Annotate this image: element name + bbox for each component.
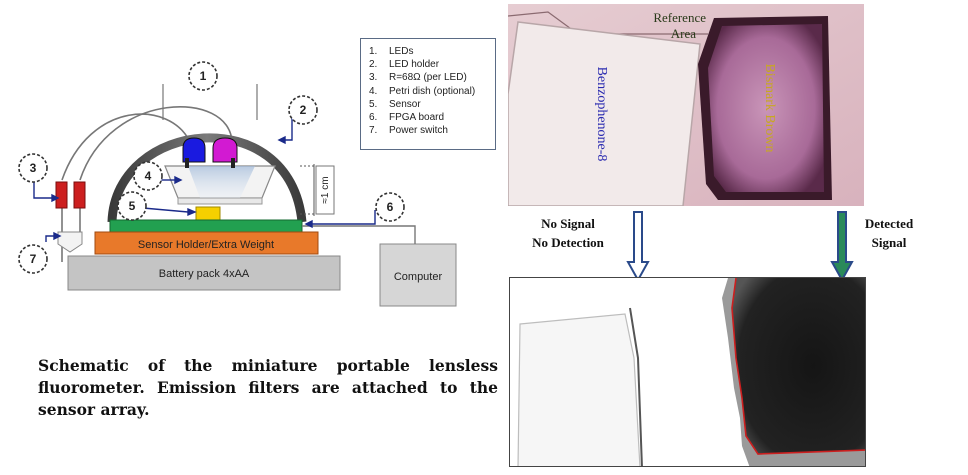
svg-text:5: 5 xyxy=(129,199,136,213)
svg-text:3: 3 xyxy=(30,161,37,175)
battery-pack-label: Battery pack 4xAA xyxy=(159,268,250,280)
callout-3: 3 xyxy=(18,153,48,183)
svg-text:6: 6 xyxy=(387,200,394,214)
led-holder-dome xyxy=(107,133,307,223)
component-legend: 1.LEDs 2.LED holder 3.R=68Ω (per LED) 4.… xyxy=(360,38,496,150)
callout-arrows xyxy=(33,112,376,242)
distance-box xyxy=(315,165,335,215)
svg-text:4: 4 xyxy=(145,169,152,183)
led-blue-icon xyxy=(182,137,206,168)
no-signal-pad-outline xyxy=(517,313,641,466)
signal-region xyxy=(732,278,865,454)
battery-pack xyxy=(67,255,341,291)
callout-7: 7 xyxy=(18,244,48,274)
legend-item: 7.Power switch xyxy=(369,125,448,137)
callout-5: 5 xyxy=(117,191,147,221)
callout-2: 2 xyxy=(288,95,318,125)
sensor-chip xyxy=(195,206,221,221)
led-wire-right xyxy=(79,106,233,181)
callout-1-bracket xyxy=(162,84,258,120)
resistor-left xyxy=(55,181,68,209)
sensor-holder xyxy=(94,231,319,255)
computer-box xyxy=(379,243,457,307)
svg-text:1: 1 xyxy=(200,69,207,83)
figure-caption: Schematic of the miniature portable lens… xyxy=(38,356,498,419)
legend-item: 2.LED holder xyxy=(369,59,440,71)
legend-item: 5.Sensor xyxy=(369,98,421,110)
legend-item: 4.Petri dish (optional) xyxy=(369,85,476,97)
svg-text:7: 7 xyxy=(30,252,37,266)
computer-label: Computer xyxy=(394,271,443,283)
detection-result-image xyxy=(509,277,866,467)
callout-4: 4 xyxy=(133,161,163,191)
led-magenta-icon xyxy=(212,137,238,168)
callout-1: 1 xyxy=(188,61,218,91)
resistor-right xyxy=(73,181,86,209)
legend-item: 6.FPGA board xyxy=(369,112,445,124)
benzophenone-pad xyxy=(508,21,701,206)
svg-text:2: 2 xyxy=(300,103,307,117)
light-beam xyxy=(188,166,255,198)
bismark-pad xyxy=(708,24,824,192)
fpga-computer-cable xyxy=(302,225,416,244)
callout-6: 6 xyxy=(375,192,405,222)
power-switch xyxy=(57,231,83,253)
led-wire-left xyxy=(61,113,191,181)
bismark-brown-label: Bismark Brown xyxy=(762,63,777,152)
legend-item: 3.R=68Ω (per LED) xyxy=(369,72,467,84)
detected-signal-arrow xyxy=(830,211,854,282)
signal-region-boundary xyxy=(731,278,865,455)
benzophenone-label: Benzophenone-8 xyxy=(594,67,609,162)
petri-dish-base xyxy=(177,197,263,205)
fpga-board xyxy=(109,219,303,233)
distance-label: ≈1 cm xyxy=(320,176,331,203)
fluorometer-schematic: Sensor Holder/Extra Weight Battery pack … xyxy=(18,61,457,307)
legend-item: 1.LEDs xyxy=(369,46,414,57)
no-signal-arrow xyxy=(626,211,650,282)
sensor-holder-label: Sensor Holder/Extra Weight xyxy=(138,239,274,251)
